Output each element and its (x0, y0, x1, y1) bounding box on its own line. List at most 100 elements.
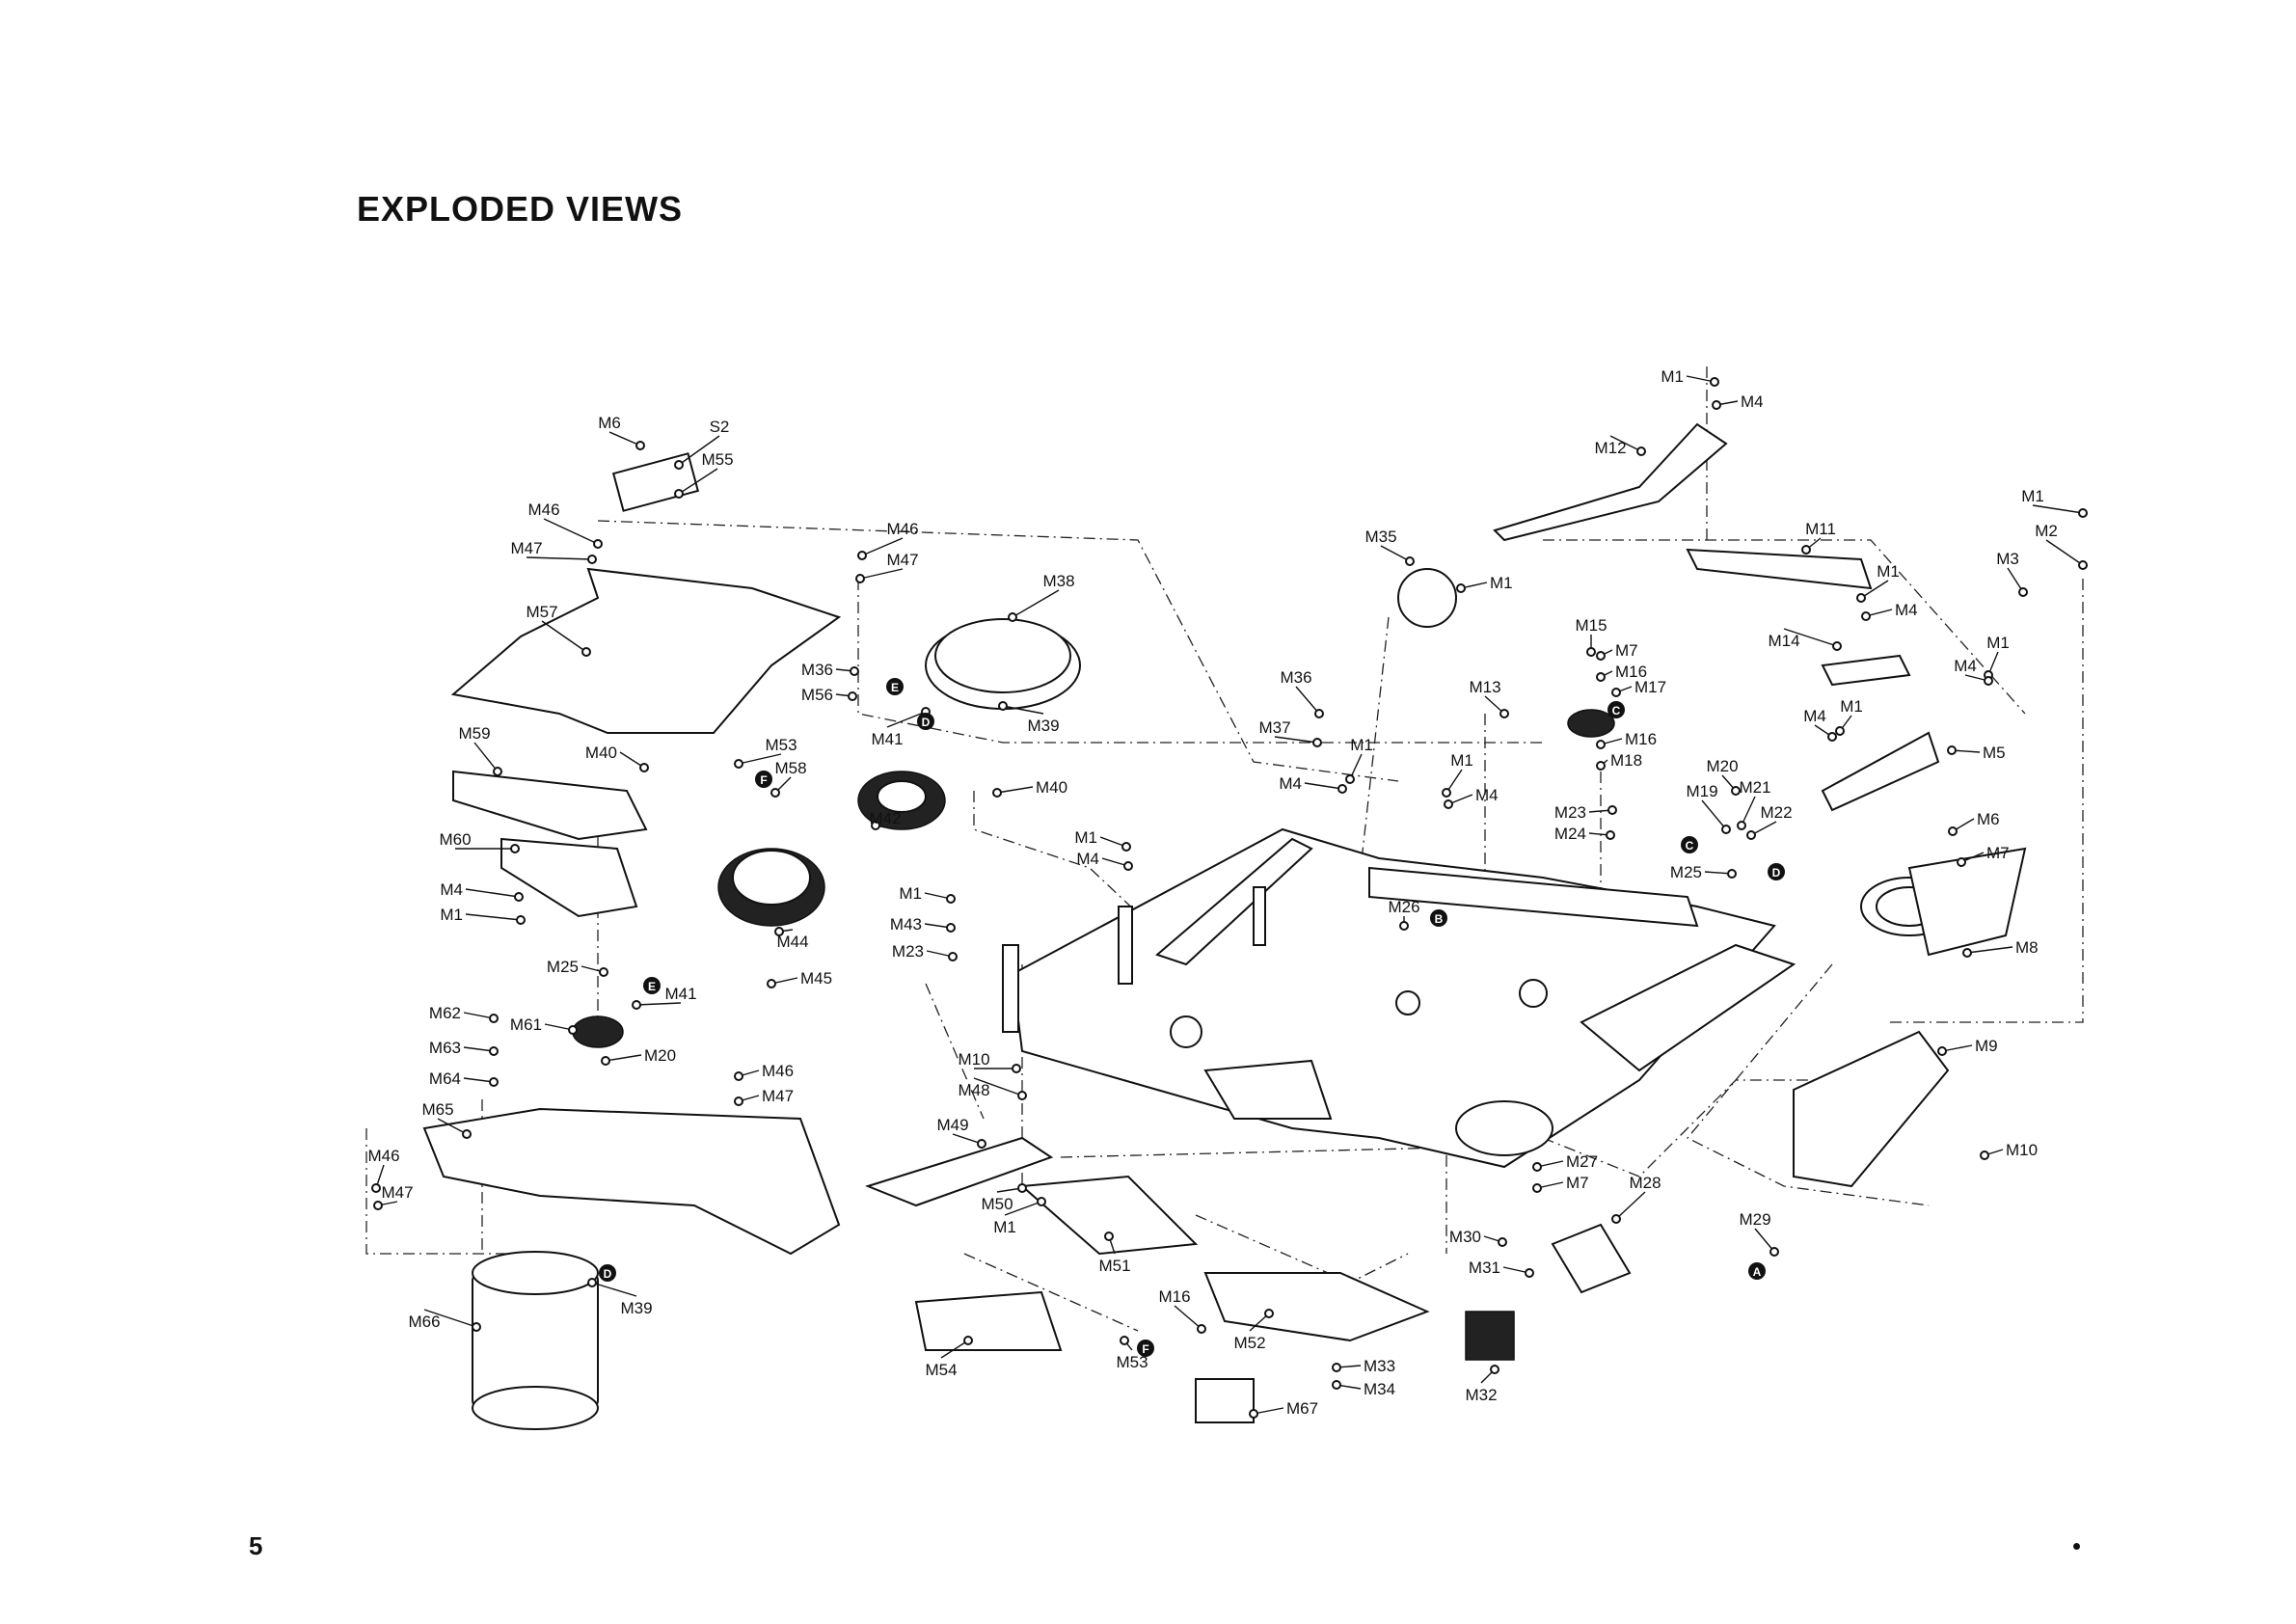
callout-part-dot (734, 759, 743, 769)
callout-label: M23 (892, 942, 924, 961)
callout-part-dot (1596, 761, 1606, 771)
callout-leader (1174, 1305, 1202, 1330)
callout-part-dot (963, 1336, 973, 1345)
callout-m45: M45 (767, 969, 832, 988)
callout-m51: M51 (1098, 1232, 1131, 1275)
marker-circle (1430, 909, 1447, 927)
callout-label: M1 (1490, 574, 1513, 592)
callout-part-dot (1835, 726, 1845, 736)
callout-part-dot (946, 923, 956, 933)
callout-leader (423, 1309, 477, 1328)
callout-part-dot (514, 892, 524, 902)
callout-m36: M36 (1280, 668, 1324, 718)
callout-m42: M42 (869, 809, 902, 830)
callout-m39: M39 (998, 701, 1060, 735)
marker-circle (599, 1264, 616, 1282)
callout-label: M21 (1739, 778, 1770, 797)
callout-m1: M1 (993, 1197, 1046, 1236)
callout-part-dot (472, 1322, 481, 1332)
callout-label: M4 (1076, 850, 1099, 868)
callout-leader (2045, 539, 2084, 566)
callout-part-dot (1984, 676, 1993, 686)
callout-label: M64 (429, 1069, 461, 1088)
callout-m64: M64 (429, 1069, 499, 1088)
callout-m52: M52 (1233, 1309, 1274, 1352)
callout-m1: M1 (1835, 697, 1863, 736)
callout-m30: M30 (1449, 1228, 1507, 1247)
callout-part-dot (1948, 826, 1958, 836)
callout-part-dot (1337, 784, 1347, 794)
callout-part-dot (1801, 545, 1811, 555)
callout-m37: M37 (1258, 718, 1322, 747)
callout-label: M33 (1364, 1357, 1395, 1375)
callout-m16: M16 (1596, 730, 1657, 749)
callout-part-dot (1498, 1237, 1507, 1247)
callout-leader (886, 711, 927, 728)
callout-part-dot (2018, 587, 2028, 597)
callout-m61: M61 (510, 1015, 578, 1035)
callout-label: M7 (1615, 641, 1638, 660)
callout-m48: M48 (958, 1077, 1027, 1100)
callout-m28: M28 (1611, 1174, 1661, 1224)
callout-part-dot (568, 1025, 578, 1035)
marker-circle (1607, 701, 1625, 718)
callout-leader (1004, 1201, 1042, 1216)
callout-leader (1380, 545, 1411, 562)
callout-label: M5 (1983, 744, 2006, 762)
callout-part-dot (516, 915, 526, 925)
callout-label: M3 (1996, 550, 2019, 568)
callout-m67: M67 (1249, 1399, 1318, 1419)
right-brackets (1397, 422, 2027, 1361)
callout-label: M46 (762, 1062, 794, 1080)
callout-leader (1860, 580, 1889, 599)
callout-leader (1304, 782, 1343, 790)
callout-part-dot (1332, 1380, 1341, 1390)
callout-m60: M60 (439, 830, 520, 853)
callout-m57: M57 (526, 603, 591, 657)
callout-m53: M53 (1116, 1336, 1148, 1371)
callout-part-dot (1980, 1150, 1989, 1160)
callout-part-dot (587, 555, 597, 564)
callout-m1: M1 (1456, 574, 1513, 593)
callout-m39: M39 (587, 1278, 653, 1317)
callout-label: M54 (925, 1361, 957, 1379)
callout-part-dot (992, 788, 1002, 798)
callout-label: M6 (598, 414, 621, 432)
callout-part-dot (674, 460, 684, 470)
callout-leader (463, 1077, 495, 1083)
callout-label: M39 (620, 1299, 652, 1317)
callout-part-dot (371, 1183, 381, 1193)
callout-label: M49 (936, 1116, 968, 1134)
callout-label: M7 (1986, 844, 2010, 862)
callout-label: M62 (429, 1004, 461, 1022)
callout-part-dot (1606, 830, 1615, 840)
callout-part-dot (2078, 560, 2088, 570)
callout-part-dot (510, 844, 520, 853)
callout-leader (473, 742, 499, 772)
page-number: 5 (249, 1531, 263, 1560)
callout-label: M51 (1098, 1257, 1130, 1275)
callout-m4: M4 (1279, 774, 1347, 794)
callout-label: M4 (1475, 786, 1499, 804)
marker-circle (1768, 863, 1785, 880)
callout-part-dot (998, 701, 1008, 711)
callout-label: M34 (1364, 1380, 1395, 1398)
callout-part-dot (1197, 1324, 1206, 1334)
callout-part-dot (1399, 921, 1409, 931)
callout-part-dot (2078, 508, 2088, 518)
callout-m47: M47 (373, 1183, 414, 1210)
reference-marker-c: C (1607, 701, 1625, 718)
callout-leader (738, 753, 782, 765)
callout-label: M17 (1634, 678, 1666, 696)
callout-leader (543, 518, 599, 545)
callout-label: M27 (1566, 1152, 1598, 1171)
callout-leader (1615, 1191, 1646, 1220)
callout-part-dot (871, 821, 880, 830)
callout-label: M10 (2006, 1141, 2038, 1159)
callout-part-dot (946, 894, 956, 904)
callout-m4: M4 (1076, 850, 1133, 871)
callout-label: M1 (1450, 751, 1473, 770)
callout-label: M40 (1036, 778, 1067, 797)
callout-label: M26 (1388, 898, 1419, 916)
